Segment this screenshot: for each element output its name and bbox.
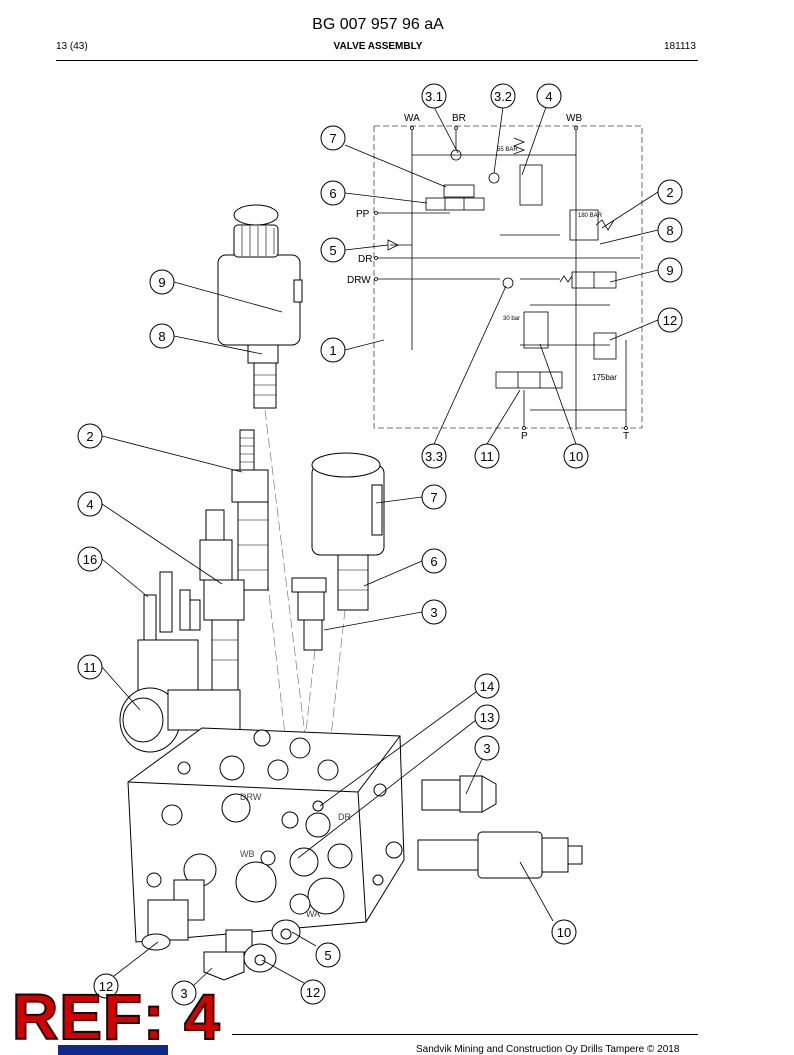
port-label-t: T — [623, 431, 629, 442]
callout-8-exploded: 8 — [158, 329, 165, 344]
revision-code: 181113 — [664, 41, 696, 52]
callout-3-lower: 3 — [180, 986, 187, 1001]
setting-180-bar: 180 BAR — [578, 213, 603, 219]
callout-3-1: 3.1 — [425, 89, 443, 104]
callout-11-exploded: 11 — [83, 660, 97, 675]
document-number: BG 007 957 96 aA — [312, 16, 444, 33]
port-label-drw: DRW — [347, 275, 371, 286]
port-label-wb: WB — [566, 113, 582, 124]
leader-lines — [101, 106, 659, 987]
solenoid-coil-9 — [217, 204, 303, 346]
schematic-labels: WA BR WB PP DR DRW P T 55 BAR 180 BAR 30… — [347, 113, 629, 442]
callout-9-schematic: 9 — [666, 263, 673, 278]
callout-5-schematic: 5 — [329, 243, 336, 258]
section-title: VALVE ASSEMBLY — [333, 41, 423, 52]
exploded-view — [119, 204, 583, 981]
setting-175-bar: 175bar — [592, 373, 617, 382]
solenoid-coil-7 — [311, 452, 385, 611]
callout-11-schematic: 11 — [480, 449, 494, 464]
callout-1: 1 — [329, 343, 336, 358]
callout-4-schematic: 4 — [545, 89, 552, 104]
valve-cartridge-10 — [417, 831, 583, 879]
callout-13: 13 — [480, 710, 494, 725]
pressure-reducing-cartridge-4 — [199, 509, 245, 691]
valve-10 — [523, 311, 549, 349]
plug-5 — [271, 919, 301, 945]
schematic-boundary — [373, 125, 643, 429]
port-label-dr: DR — [358, 254, 372, 265]
body-port-wb: WB — [240, 849, 255, 859]
check-valve-3-3 — [502, 277, 514, 289]
callout-3-upper: 3 — [430, 605, 437, 620]
callout-6-schematic: 6 — [329, 186, 336, 201]
callout-12-cartridge: 12 — [99, 979, 113, 994]
check-cartridge-3-right — [421, 775, 497, 813]
callout-7-schematic: 7 — [329, 131, 336, 146]
page-number: 13 (43) — [56, 41, 88, 52]
callout-3-right: 3 — [483, 741, 490, 756]
check-cartridge-3-upper — [291, 577, 327, 651]
callout-16: 16 — [83, 552, 97, 567]
callout-7-exploded: 7 — [430, 490, 437, 505]
solenoid-valve-6 — [425, 197, 485, 211]
footer-rule — [232, 1034, 698, 1035]
relief-cartridge-12-left — [141, 879, 205, 951]
callout-14: 14 — [480, 679, 494, 694]
cartridge-8 — [247, 344, 279, 409]
solenoid-valve-11 — [495, 371, 563, 389]
callout-3-2: 3.2 — [494, 89, 512, 104]
sandvik-logo — [58, 1045, 168, 1055]
callouts: 3.1 3.2 4 7 6 5 9 8 1 2 8 9 12 3.3 11 10… — [77, 83, 683, 1006]
callout-8-schematic: 8 — [666, 223, 673, 238]
setting-30-bar: 30 bar — [503, 316, 520, 322]
relief-valve-2 — [569, 209, 599, 241]
port-label-wa: WA — [404, 113, 420, 124]
check-valve-3-2 — [488, 172, 500, 184]
port-label-pp: PP — [356, 209, 370, 220]
hydraulic-schematic — [373, 125, 643, 430]
port-label-p: P — [521, 431, 528, 442]
port-label-br: BR — [452, 113, 466, 124]
mounting-screws-16 — [143, 571, 201, 646]
relief-valve-12 — [593, 332, 617, 360]
callout-2-exploded: 2 — [86, 429, 93, 444]
callout-12-plug: 12 — [306, 985, 320, 1000]
callout-2-schematic: 2 — [666, 185, 673, 200]
copyright-notice: Sandvik Mining and Construction Oy Drill… — [416, 1044, 680, 1055]
callout-9-exploded: 9 — [158, 275, 165, 290]
body-port-dr: DR — [338, 812, 351, 822]
check-cartridge-3-lower — [203, 929, 253, 981]
body-port-labels: DRW DR WB WA — [240, 792, 351, 919]
callout-10-exploded: 10 — [557, 925, 571, 940]
callout-6-exploded: 6 — [430, 554, 437, 569]
plug-12-lower — [243, 943, 277, 973]
body-port-drw: DRW — [240, 792, 262, 802]
callout-5-exploded: 5 — [324, 948, 331, 963]
callout-3-3: 3.3 — [425, 449, 443, 464]
setting-55-bar: 55 BAR — [497, 147, 518, 153]
pressure-relief-cartridge-2 — [231, 429, 269, 591]
callout-10-schematic: 10 — [569, 449, 583, 464]
callout-4-exploded: 4 — [86, 497, 93, 512]
header-rule — [56, 60, 698, 61]
ref-stamp: REF: 4 — [11, 981, 221, 1053]
valve-7 — [443, 184, 475, 198]
body-port-wa: WA — [306, 909, 320, 919]
pressure-reducing-valve-4 — [519, 164, 543, 206]
callout-12-schematic: 12 — [663, 313, 677, 328]
